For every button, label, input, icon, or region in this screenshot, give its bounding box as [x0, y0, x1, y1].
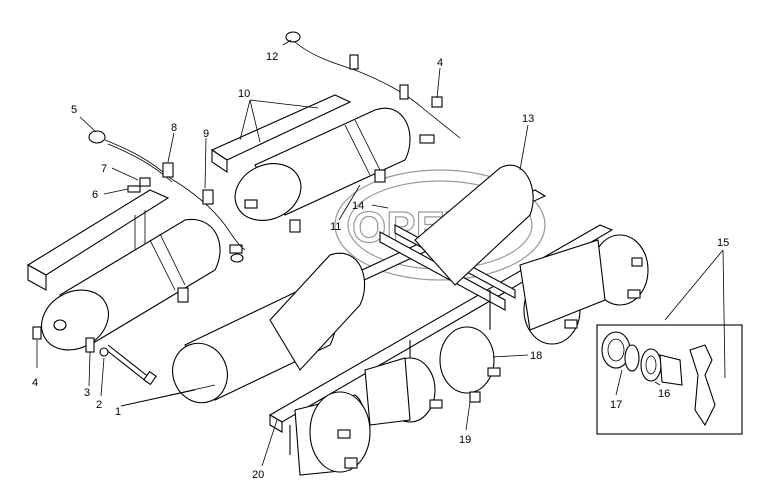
- callout-15: 15: [717, 237, 729, 249]
- callout-1: 1: [115, 406, 121, 418]
- left-cable-harness: [88, 130, 246, 251]
- callouts: 1 2 3 4 4 5 6 7 8 9 10 11 12 13 14 15 16…: [32, 51, 729, 481]
- callout-19: 19: [459, 434, 471, 446]
- callout-8: 8: [171, 122, 177, 134]
- callout-7: 7: [101, 163, 107, 175]
- callout-4-top: 4: [437, 57, 443, 69]
- callout-2: 2: [96, 399, 102, 411]
- callout-18: 18: [530, 350, 542, 362]
- callout-17: 17: [610, 399, 622, 411]
- callout-13: 13: [522, 113, 534, 125]
- callout-20: 20: [252, 469, 264, 481]
- callout-11: 11: [330, 221, 341, 233]
- upper-middle-tank-group: [210, 94, 411, 233]
- callout-5: 5: [71, 104, 77, 116]
- callout-4-left: 4: [32, 377, 38, 389]
- callout-12: 12: [266, 51, 278, 63]
- callout-14: 14: [352, 200, 364, 212]
- callout-10: 10: [238, 88, 250, 100]
- rear-tanks: [172, 164, 649, 476]
- detail-box: [596, 324, 743, 435]
- callout-6: 6: [92, 189, 98, 201]
- leader-lines: [36, 39, 726, 467]
- left-tank-group: [26, 189, 244, 386]
- callout-3: 3: [84, 387, 90, 399]
- top-cable-harness: [285, 31, 461, 144]
- callout-9: 9: [203, 128, 209, 140]
- callout-16: 16: [658, 388, 670, 400]
